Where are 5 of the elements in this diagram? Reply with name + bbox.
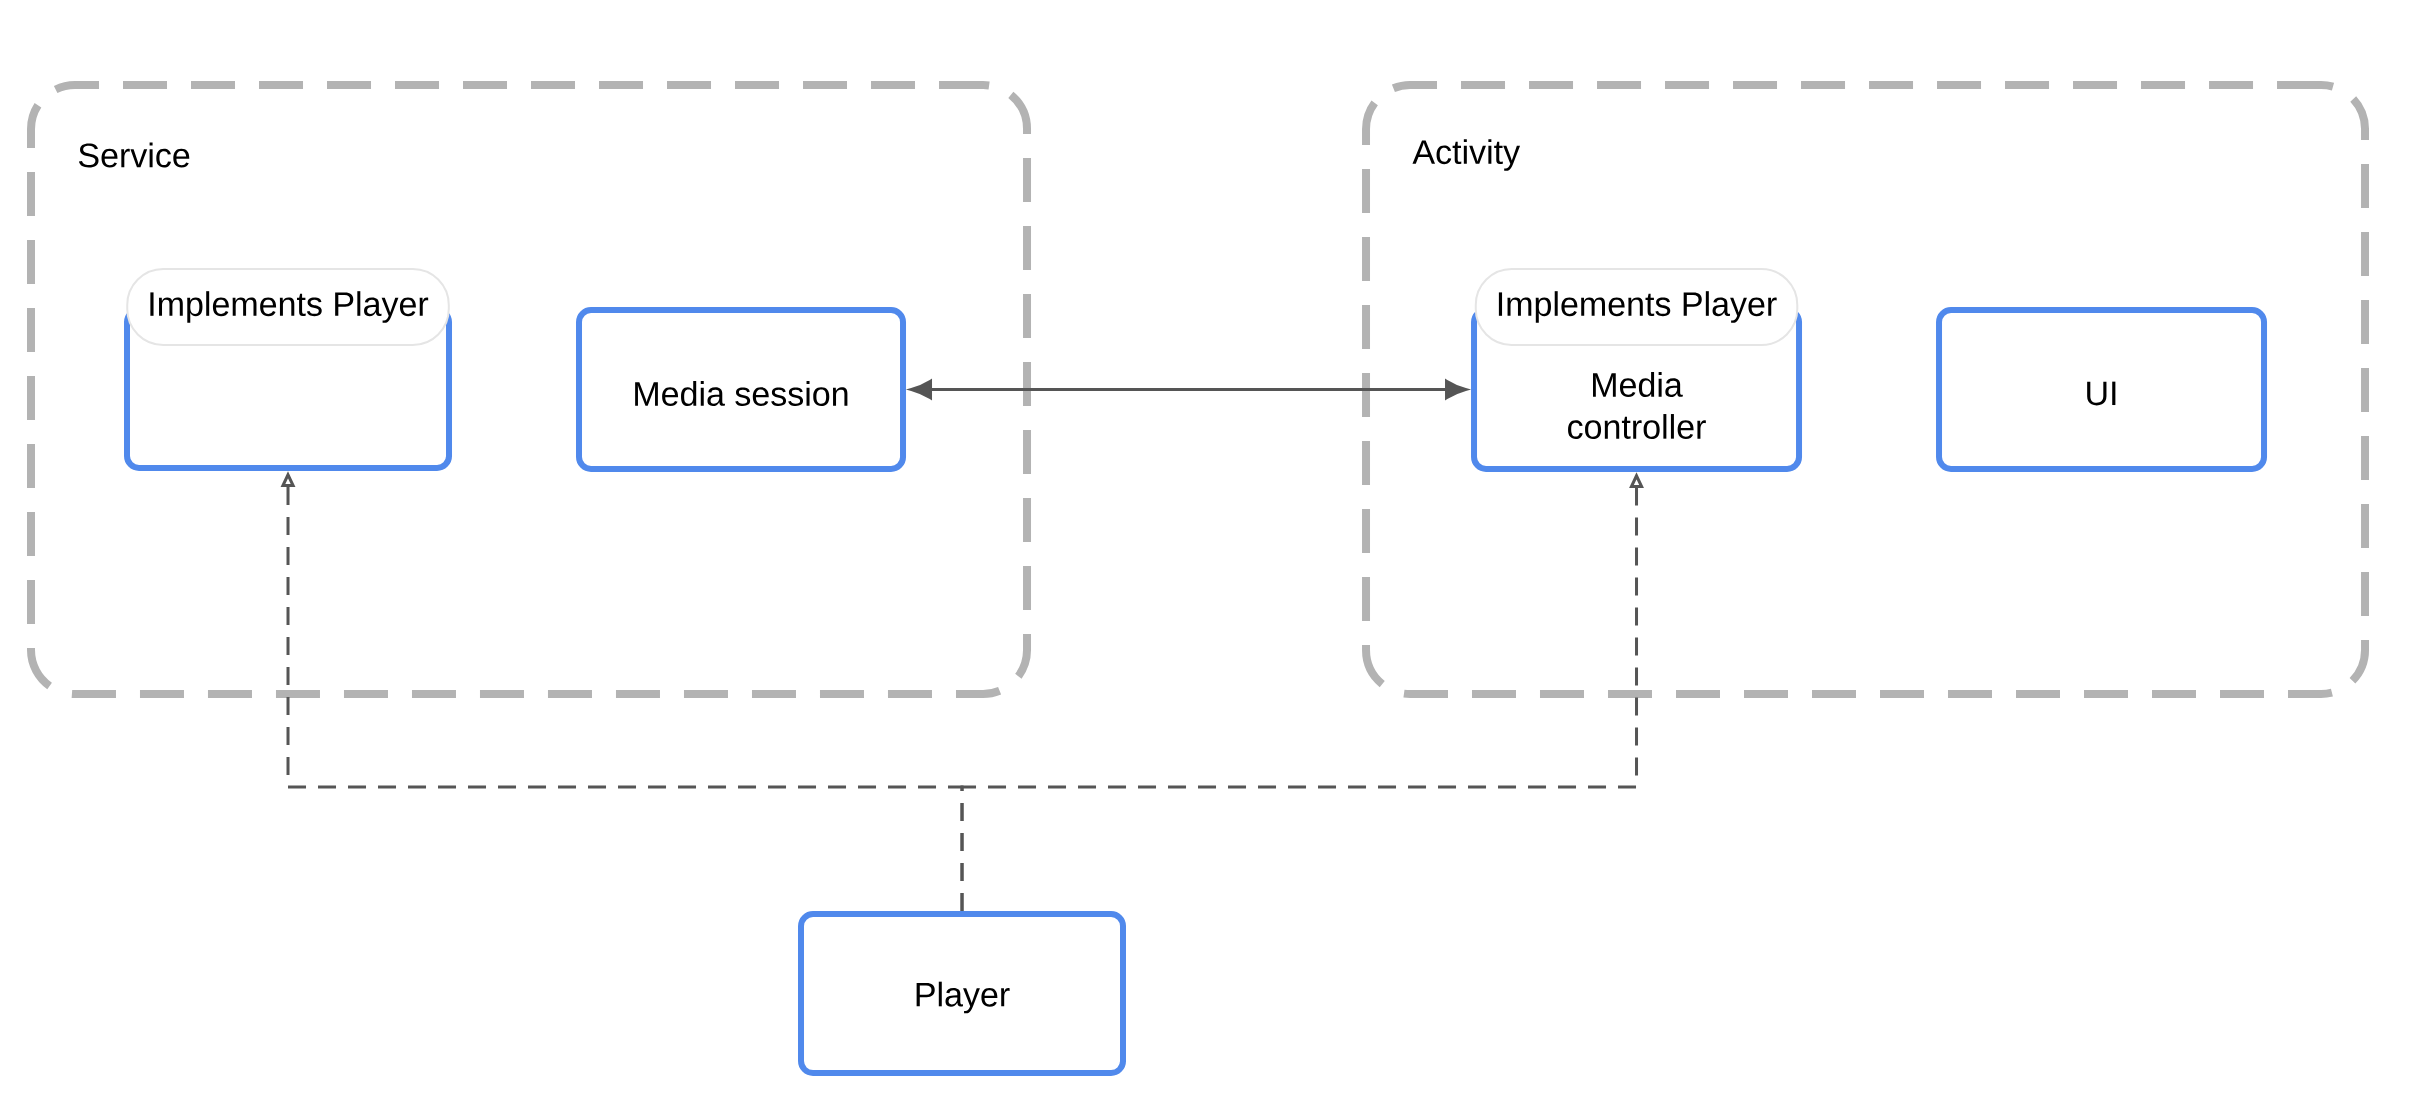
process-box: UI — [1936, 307, 2268, 472]
process-box: Implements Player — [124, 268, 452, 471]
process-box: Implements Player Media controller — [1471, 268, 1803, 472]
process-box: Player — [798, 911, 1126, 1076]
process-box: Media session — [576, 307, 906, 472]
